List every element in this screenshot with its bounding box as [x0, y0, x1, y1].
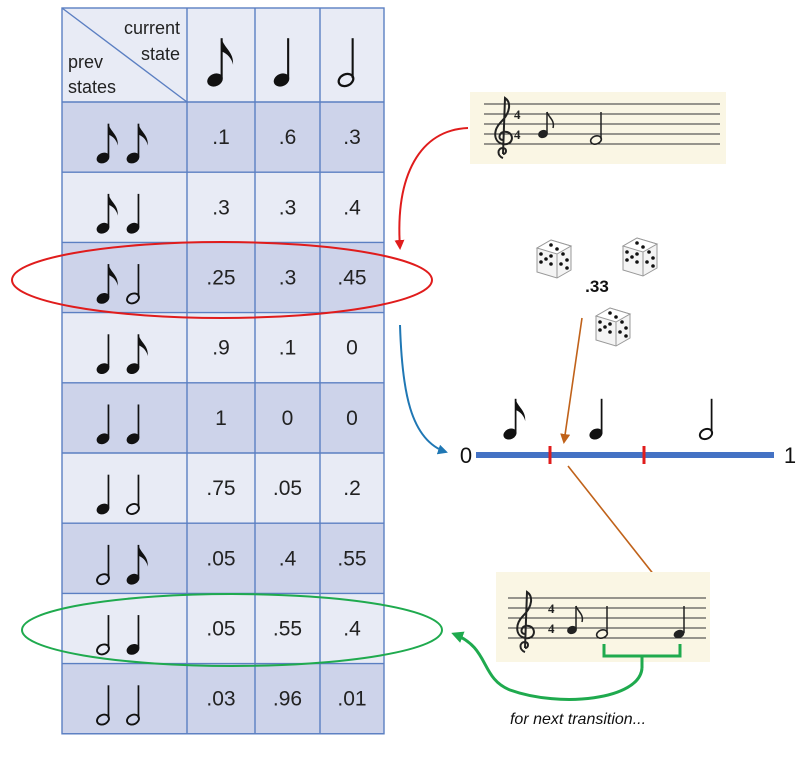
probability-cell: .1 — [212, 126, 230, 149]
prev-states-label-line1: prev — [68, 52, 103, 72]
number-line-notes — [503, 398, 714, 441]
dice-group — [535, 237, 659, 347]
arrow-blue — [399, 324, 448, 455]
prev-states-label-line2: states — [68, 77, 116, 97]
probability-cell: .4 — [343, 196, 361, 219]
staff-eighth-note-icon — [567, 605, 584, 635]
quarter-note-icon — [273, 38, 290, 87]
prev-eighth-note-icon — [96, 264, 118, 304]
arrow-brown-down — [560, 317, 583, 444]
probability-cell: .3 — [279, 196, 297, 219]
prev-eighth-note-icon — [126, 544, 148, 585]
prev-quarter-note-icon — [126, 193, 140, 234]
probability-cell: .4 — [279, 547, 297, 570]
probability-cell: .3 — [279, 267, 297, 290]
prev-quarter-note-icon — [126, 615, 140, 655]
number-line-end-label: 1 — [784, 443, 796, 468]
probability-cell: .55 — [337, 547, 366, 570]
probability-cell: .3 — [212, 196, 230, 219]
half-note-icon — [337, 38, 355, 88]
prev-quarter-note-icon — [126, 404, 140, 445]
prev-eighth-note-icon — [96, 193, 118, 234]
highlight-ellipse-green — [21, 593, 443, 667]
die-1-icon — [535, 239, 573, 279]
probability-cell: .75 — [206, 477, 235, 500]
number-line-half-note-icon — [698, 398, 714, 441]
prev-quarter-note-icon — [96, 474, 110, 515]
probability-cell: .01 — [337, 688, 366, 711]
probability-cell: .96 — [273, 688, 302, 711]
table-row: .05 .55 .4 — [62, 593, 384, 664]
staff-half-note-icon — [595, 606, 609, 640]
time-signature-bottom-numerator: 4 — [548, 601, 555, 616]
probability-cell: 1 — [215, 407, 227, 430]
eighth-note-icon — [207, 38, 234, 87]
table-row: .25 .3 .45 — [62, 242, 384, 313]
probability-cell: .2 — [343, 477, 361, 500]
probability-cell: 0 — [282, 407, 294, 430]
table-row: .05 .4 .55 — [62, 523, 384, 594]
probability-cell: .4 — [343, 618, 361, 641]
prev-half-note-icon — [126, 474, 140, 515]
number-line-start-label: 0 — [460, 443, 472, 468]
header-diagonal — [61, 7, 188, 103]
prev-eighth-note-icon — [126, 123, 148, 164]
prev-eighth-note-icon — [96, 123, 118, 164]
probability-cell: .05 — [273, 477, 302, 500]
treble-clef-icon — [494, 96, 513, 159]
table-row: .03 .96 .01 — [62, 663, 384, 734]
probability-cell: .05 — [206, 618, 235, 641]
prev-half-note-icon — [96, 685, 110, 726]
probability-cell: .05 — [206, 547, 235, 570]
probability-cell: .45 — [337, 267, 366, 290]
table-row: .1 .6 .3 — [62, 102, 384, 173]
time-signature-bottom-denominator: 4 — [548, 621, 555, 636]
prev-eighth-note-icon — [126, 334, 148, 374]
prev-half-note-icon — [126, 685, 140, 726]
die-2-icon — [621, 237, 659, 277]
staff-quarter-note-icon — [673, 606, 685, 639]
staff-top: 4 4 — [470, 92, 726, 164]
probability-cell: .9 — [212, 337, 230, 360]
probability-cell: .1 — [279, 337, 297, 360]
number-line-eighth-note-icon — [503, 398, 526, 440]
prev-half-note-icon — [96, 615, 110, 656]
table-grid — [61, 7, 385, 735]
treble-clef-icon — [516, 590, 535, 653]
prev-half-note-icon — [126, 264, 140, 305]
number-line-quarter-note-icon — [589, 398, 603, 440]
probability-cell: 0 — [346, 337, 358, 360]
table-row: 1 0 0 — [62, 382, 384, 453]
staff-eighth-note-icon — [538, 111, 555, 139]
table-row: .3 .3 .4 — [62, 172, 384, 243]
probability-cell: .03 — [206, 688, 235, 711]
prev-quarter-note-icon — [96, 334, 110, 374]
current-state-label-line1: current — [124, 18, 180, 38]
table-header-background — [62, 8, 384, 102]
time-signature-top-denominator: 4 — [514, 127, 521, 142]
random-value-label: .33 — [585, 277, 609, 296]
number-line: 0 1 — [460, 443, 796, 468]
probability-cell: .3 — [343, 126, 361, 149]
highlight-ellipse-red — [11, 241, 433, 319]
arrow-red — [394, 127, 469, 250]
probability-cell: .55 — [273, 618, 302, 641]
die-3-icon — [594, 307, 632, 347]
staff-half-note-icon — [589, 112, 603, 146]
staff-bottom: 4 4 — [496, 572, 710, 668]
arrow-green — [451, 631, 644, 701]
prev-half-note-icon — [96, 544, 110, 586]
current-state-label-line2: state — [141, 44, 180, 64]
arrow-brown-diagonal — [567, 465, 668, 592]
table-row: .9 .1 0 — [62, 312, 384, 383]
caption-next-transition: for next transition... — [510, 711, 646, 728]
transition-table: .1 .6 .3 .3 .3 .4 .25 .3 .45 .9 .1 0 1 0 0 .75 .05 .2 .05.… — [61, 7, 385, 735]
probability-cell: .6 — [279, 126, 297, 149]
time-signature-top-numerator: 4 — [514, 107, 521, 122]
prev-quarter-note-icon — [96, 404, 110, 445]
table-row: .75 .05 .2 — [62, 453, 384, 524]
probability-cell: 0 — [346, 407, 358, 430]
probability-cell: .25 — [206, 267, 235, 290]
